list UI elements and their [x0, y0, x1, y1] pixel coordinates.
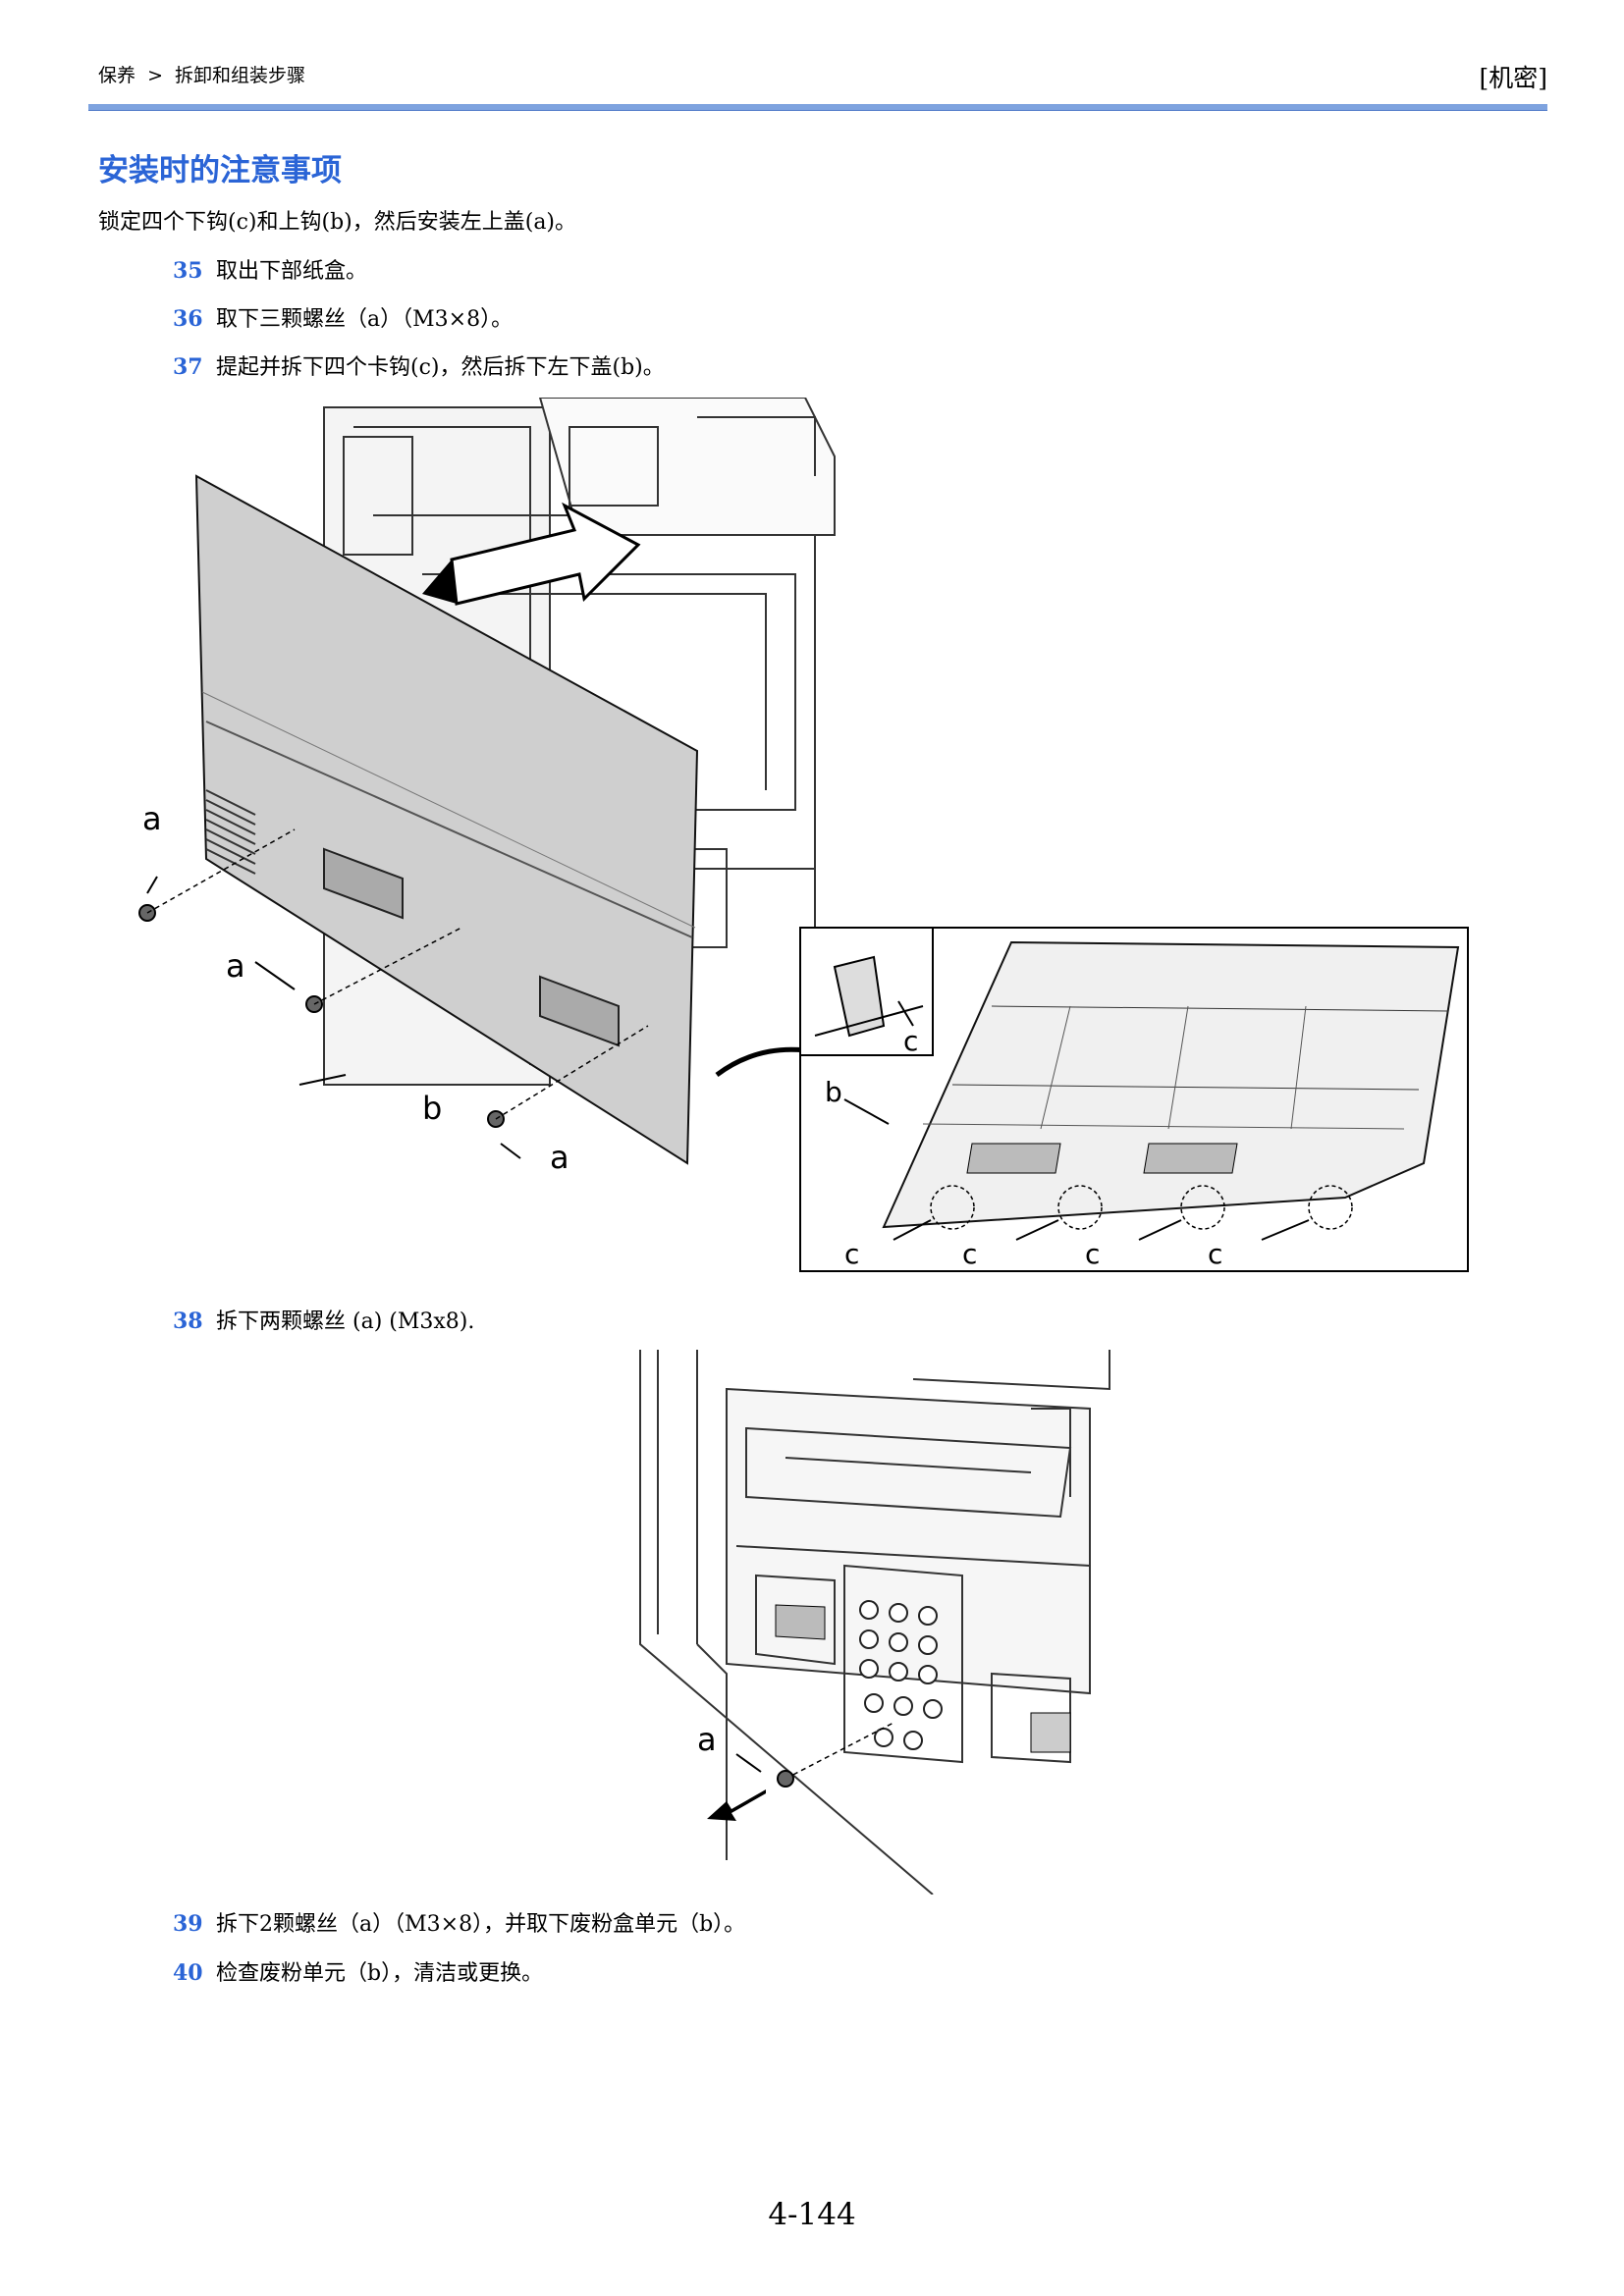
breadcrumb-item[interactable]: 拆卸和组装步骤 [175, 65, 306, 86]
label-c: c [903, 1025, 918, 1057]
frame-screws-figure: a [639, 1350, 1110, 1895]
label-a: a [142, 800, 162, 837]
step-number: 37 [173, 354, 203, 380]
step-text: 取出下部纸盒。 [216, 259, 368, 284]
label-a: a [226, 947, 245, 985]
step-text: 提起并拆下四个卡钩(c)，然后拆下左下盖(b)。 [216, 355, 665, 380]
header-divider [88, 104, 1547, 111]
step-text: 拆下两颗螺丝 (a) (M3x8). [216, 1309, 475, 1334]
step-number: 36 [173, 306, 203, 332]
step-text: 拆下2颗螺丝（a）（M3×8），并取下废粉盒单元（b）。 [216, 1912, 746, 1937]
breadcrumb: 保养 > 拆卸和组装步骤 [98, 61, 311, 87]
step-item: 35 取出下部纸盒。 [173, 253, 367, 285]
step-number: 39 [173, 1911, 203, 1937]
step-item: 37 提起并拆下四个卡钩(c)，然后拆下左下盖(b)。 [173, 349, 665, 381]
label-a: a [697, 1721, 717, 1758]
label-a: a [550, 1139, 569, 1176]
step-text: 取下三颗螺丝（a）（M3×8）。 [216, 307, 514, 332]
step-text: 检查废粉单元（b），清洁或更换。 [216, 1961, 544, 1986]
step-number: 38 [173, 1308, 203, 1334]
step-number: 35 [173, 258, 203, 284]
label-b: b [825, 1076, 842, 1108]
cover-removal-figure: a a a b c c c c c b [138, 398, 1469, 1272]
removal-arrow-icon [450, 502, 641, 606]
step-item: 38 拆下两颗螺丝 (a) (M3x8). [173, 1304, 474, 1335]
section-title: 安装时的注意事项 [98, 153, 342, 188]
screw-icon [777, 1770, 794, 1788]
intro-text: 锁定四个下钩(c)和上钩(b)，然后安装左上盖(a)。 [98, 210, 577, 235]
label-b: b [422, 1090, 442, 1127]
step-item: 39 拆下2颗螺丝（a）（M3×8），并取下废粉盒单元（b）。 [173, 1906, 745, 1938]
breadcrumb-item[interactable]: 保养 [98, 65, 136, 86]
page-number: 4-144 [768, 2197, 856, 2232]
label-c: c [1085, 1238, 1100, 1270]
label-c: c [844, 1238, 859, 1270]
confidential-label: [机密] [1479, 64, 1547, 92]
label-c: c [1208, 1238, 1222, 1270]
label-c: c [962, 1238, 977, 1270]
removal-arrow-icon [707, 1789, 766, 1821]
step-item: 36 取下三颗螺丝（a）（M3×8）。 [173, 301, 513, 333]
step-number: 40 [173, 1960, 203, 1986]
step-item: 40 检查废粉单元（b），清洁或更换。 [173, 1955, 543, 1987]
breadcrumb-separator: > [147, 65, 163, 86]
